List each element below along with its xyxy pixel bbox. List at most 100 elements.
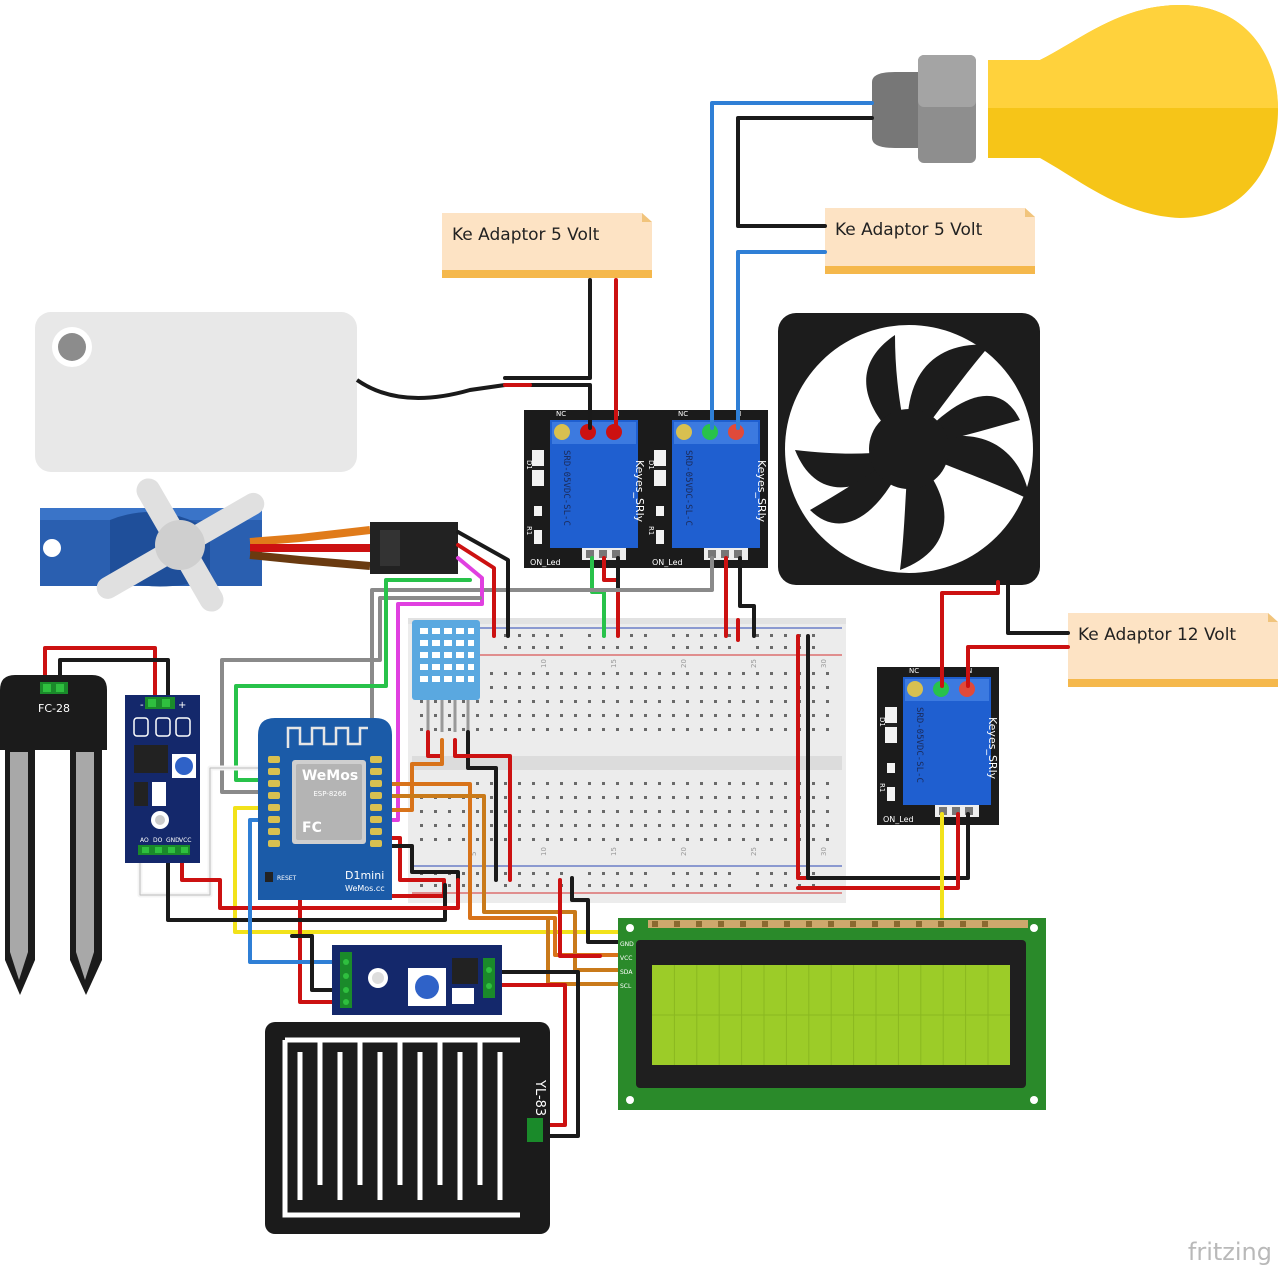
- dht11-sensor: [412, 620, 480, 732]
- wire-red: [966, 645, 1070, 688]
- wire-black: [490, 970, 580, 1138]
- wire-magenta: [368, 556, 484, 822]
- wemos-site: WeMos.cc: [345, 884, 385, 893]
- lcd-pin-label: GND: [620, 941, 634, 948]
- servo-motor: [40, 478, 458, 612]
- r1-label: R1: [525, 526, 533, 535]
- reset-label: RESET: [277, 875, 297, 882]
- light-bulb: [872, 5, 1278, 218]
- breadboard-col-label: 20: [680, 847, 688, 856]
- wire-red: [602, 556, 620, 638]
- wire-black: [456, 530, 510, 638]
- d1-label: D1: [878, 717, 886, 727]
- wire-black: [738, 556, 756, 638]
- relay-model-text: SRD-05VDC-SL-C: [914, 707, 924, 783]
- wire-red: [453, 738, 512, 882]
- fcc-logo: FC: [302, 820, 322, 836]
- note-text: Ke Adaptor 5 Volt: [835, 220, 983, 240]
- wire-red: [43, 646, 157, 702]
- fc-pin-label: AO: [140, 837, 149, 844]
- wire-yellow: [233, 806, 944, 934]
- note-adaptor-12v: Ke Adaptor 12 Volt: [1068, 613, 1278, 687]
- relay-on-led-label: ON_Led: [530, 558, 561, 567]
- yl83-label: YL-83: [532, 1079, 547, 1116]
- fc-pin-label: VCC: [179, 837, 191, 844]
- svg-text:+: +: [178, 700, 186, 711]
- wemos-logo-text: WeMos: [302, 768, 358, 784]
- relay-screw-terminal: [676, 424, 692, 440]
- relay-nc-label: NC: [909, 667, 919, 675]
- relay-nc-label: NC: [556, 410, 566, 418]
- relay-brand-text: Keyes_SRly: [986, 717, 999, 780]
- relay-nc-label: NC: [678, 410, 688, 418]
- breadboard-col-label: 30: [820, 847, 828, 856]
- rain-sensor-plate: YL-83: [265, 1022, 550, 1234]
- breadboard-col-label: 10: [540, 659, 548, 668]
- note-adaptor-5v-right: Ke Adaptor 5 Volt: [825, 208, 1035, 274]
- breadboard-col-label: 10: [540, 847, 548, 856]
- wemos-pins-right: [370, 756, 382, 847]
- note-text: Ke Adaptor 5 Volt: [452, 225, 600, 245]
- wire-red: [426, 730, 442, 758]
- svg-text:-: -: [140, 700, 144, 711]
- wire-black: [373, 844, 460, 890]
- wemos-board-name: D1mini: [345, 869, 384, 882]
- wire-orange: [373, 794, 620, 972]
- lcd-pin-label: SCL: [620, 983, 632, 990]
- relay-screw-terminal: [907, 681, 923, 697]
- wire-black: [503, 278, 592, 430]
- wemos-chip-text: ESP-8266: [313, 790, 347, 798]
- breadboard-col-label: 30: [820, 659, 828, 668]
- wire-red: [558, 878, 602, 958]
- d1-label: D1: [647, 460, 655, 470]
- breadboard-col-label: 5: [470, 852, 478, 856]
- fritzing-watermark: fritzing: [1187, 1238, 1272, 1266]
- relay-screw-terminal: [933, 681, 949, 697]
- relay-screw-terminal: [959, 681, 975, 697]
- wire-black: [736, 116, 874, 228]
- lcd-pin-label: VCC: [620, 955, 632, 962]
- wemos-pins-left: [268, 756, 280, 847]
- cooling-fan: [778, 313, 1040, 585]
- wire-black: [466, 730, 498, 882]
- breadboard-col-label: 20: [680, 659, 688, 668]
- wemos-d1-mini: WeMos ESP-8266 FC D1mini WeMos.cc RESET: [258, 718, 392, 900]
- wire-black: [1006, 580, 1070, 635]
- relay-model-text: SRD-05VDC-SL-C: [683, 450, 693, 526]
- water-pump: [35, 312, 506, 472]
- breadboard-col-label: 15: [610, 659, 618, 668]
- relay-screw-terminal: [554, 424, 570, 440]
- wires: [43, 101, 1070, 1138]
- wire-gray: [220, 596, 482, 794]
- wire-black: [570, 876, 620, 944]
- wire-orange: [373, 738, 444, 812]
- lcd-header-pins: [652, 921, 988, 927]
- wire-gray: [370, 556, 714, 794]
- relay-model-text: SRD-05VDC-SL-C: [561, 450, 571, 526]
- note-adaptor-5v-left: Ke Adaptor 5 Volt: [442, 213, 652, 278]
- relay-brand-text: Keyes_SRly: [755, 460, 768, 523]
- r1-label: R1: [878, 783, 886, 792]
- relay-on-led-label: ON_Led: [883, 815, 914, 824]
- breadboard: 5510101515202025253030: [408, 618, 846, 903]
- d1-label: D1: [525, 460, 533, 470]
- breadboard-col-label: 25: [750, 659, 758, 668]
- fc-pin-label: GND: [166, 837, 180, 844]
- wire-red: [456, 543, 496, 638]
- relay-brand-text: Keyes_SRly: [633, 460, 646, 523]
- wire-red: [796, 812, 960, 890]
- r1-label: R1: [647, 526, 655, 535]
- breadboard-holes: [420, 634, 829, 887]
- fc28-label: FC-28: [38, 702, 70, 715]
- wire-red: [940, 580, 1000, 688]
- wire-black: [806, 634, 970, 880]
- breadboard-col-label: 15: [610, 847, 618, 856]
- wire-green: [234, 578, 472, 782]
- rain-sensor-module: [332, 945, 502, 1015]
